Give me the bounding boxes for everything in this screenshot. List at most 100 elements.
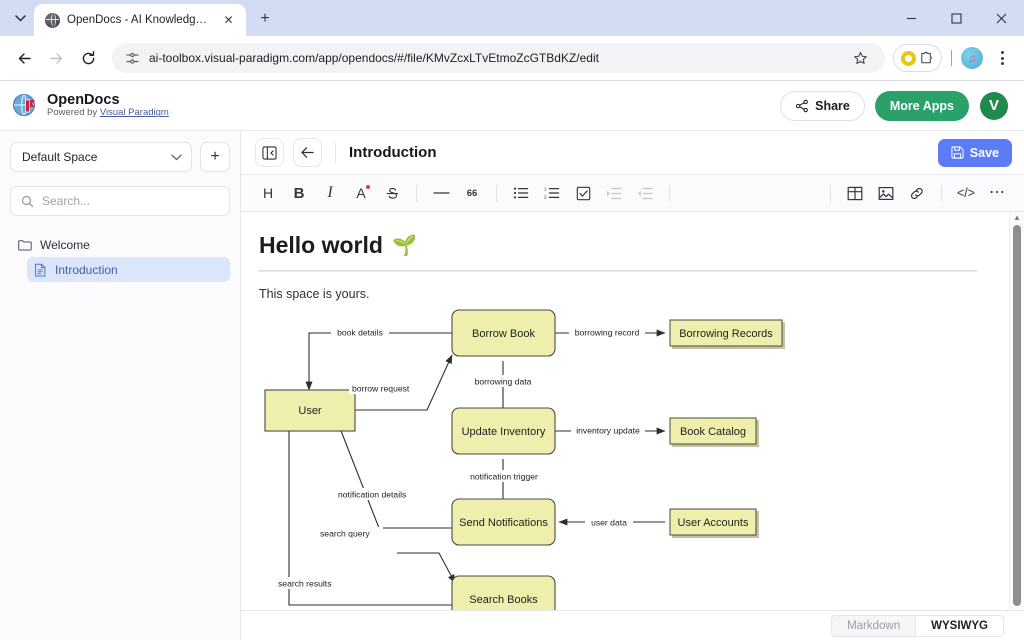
kebab-menu-icon[interactable] xyxy=(989,45,1015,71)
code-label: </> xyxy=(956,186,976,200)
visual-paradigm-link[interactable]: Visual Paradigm xyxy=(99,107,169,119)
tab-title: OpenDocs - AI Knowledge Base xyxy=(67,14,213,26)
markdown-mode-tab[interactable]: Markdown xyxy=(831,614,917,637)
sidebar-item-welcome[interactable]: Welcome xyxy=(10,232,230,257)
maximize-button[interactable] xyxy=(934,0,979,36)
puzzle-icon[interactable] xyxy=(919,51,934,66)
app-header: OpenDocs Powered by Visual Paradigm Shar… xyxy=(0,81,1024,131)
svg-text:notification details: notification details xyxy=(338,490,406,500)
checklist-button[interactable] xyxy=(568,179,598,207)
sidebar-toggle-icon[interactable] xyxy=(255,138,284,167)
search-icon xyxy=(21,195,34,208)
svg-text:1: 1 xyxy=(544,186,547,191)
text-color-button[interactable]: A xyxy=(346,179,376,207)
save-disk-icon xyxy=(951,146,964,159)
space-row: Default Space + xyxy=(10,142,230,172)
browser-tab[interactable]: OpenDocs - AI Knowledge Base ✕ xyxy=(34,4,246,36)
document-scroll-area: Hello world 🌱 This space is yours. xyxy=(241,212,1024,610)
color-swatch-dot xyxy=(366,185,370,189)
svg-text:borrow request: borrow request xyxy=(352,384,410,394)
share-button[interactable]: Share xyxy=(780,90,865,121)
heading-button[interactable]: H xyxy=(262,185,274,201)
minimize-button[interactable] xyxy=(889,0,934,36)
data-flow-diagram[interactable]: Borrow Book Update Inventory Send Notifi… xyxy=(259,305,985,610)
address-bar[interactable]: ai-toolbox.visual-paradigm.com/app/opend… xyxy=(112,43,885,73)
reload-button-icon[interactable] xyxy=(73,43,103,73)
svg-text:User: User xyxy=(298,405,322,417)
scrollbar-thumb[interactable] xyxy=(1013,225,1021,606)
brand-subtitle: Powered by Visual Paradigm xyxy=(47,107,169,119)
folder-icon xyxy=(18,239,32,251)
svg-text:book details: book details xyxy=(337,328,383,338)
sidebar-search[interactable] xyxy=(10,186,230,216)
back-button-icon[interactable] xyxy=(9,43,39,73)
svg-text:borrowing data: borrowing data xyxy=(475,377,532,387)
table-button[interactable] xyxy=(840,179,870,207)
tab-search-chevron-icon[interactable] xyxy=(6,4,34,32)
close-button[interactable] xyxy=(979,0,1024,36)
url-text: ai-toolbox.visual-paradigm.com/app/opend… xyxy=(149,51,599,65)
space-name: Default Space xyxy=(22,150,98,164)
more-options-button[interactable]: ⋯ xyxy=(982,179,1012,207)
quote-button[interactable]: 66 xyxy=(457,179,487,207)
star-icon[interactable] xyxy=(847,45,873,71)
heading-divider xyxy=(259,270,977,272)
bold-button[interactable]: B xyxy=(293,184,305,202)
italic-button[interactable]: I xyxy=(327,184,333,201)
user-avatar[interactable]: V xyxy=(980,91,1008,120)
editor-pane: Introduction Save H B I A xyxy=(241,131,1024,640)
document-paragraph: This space is yours. xyxy=(259,287,370,301)
search-input[interactable] xyxy=(42,194,219,208)
add-page-button[interactable]: + xyxy=(200,142,230,172)
document-canvas[interactable]: Hello world 🌱 This space is yours. xyxy=(241,212,1009,610)
outdent-button[interactable] xyxy=(630,179,660,207)
editor-scrollbar[interactable]: ▲ xyxy=(1009,212,1024,610)
chevron-down-icon xyxy=(171,154,182,161)
svg-text:Book Catalog: Book Catalog xyxy=(680,426,746,438)
dfd-svg: Borrow Book Update Inventory Send Notifi… xyxy=(264,309,783,610)
scroll-up-arrow-icon[interactable]: ▲ xyxy=(1013,213,1021,222)
document-header: Introduction Save xyxy=(241,131,1024,174)
more-apps-button[interactable]: More Apps xyxy=(874,90,969,121)
save-label: Save xyxy=(969,145,999,160)
indent-button[interactable] xyxy=(599,179,629,207)
globe-diamond-logo-icon xyxy=(12,93,38,119)
extensions-group[interactable] xyxy=(893,44,942,72)
new-tab-button[interactable]: + xyxy=(260,10,270,27)
back-arrow-icon[interactable] xyxy=(293,138,322,167)
strikethrough-button[interactable] xyxy=(377,179,407,207)
svg-text:Send Notifications: Send Notifications xyxy=(459,517,548,529)
document-heading: Hello world 🌱 xyxy=(259,232,985,259)
svg-text:search query: search query xyxy=(320,529,370,539)
toolbar-sep-5 xyxy=(941,184,942,202)
svg-text:Borrowing Records: Borrowing Records xyxy=(679,328,773,340)
toolbar-divider xyxy=(951,50,952,66)
link-button[interactable] xyxy=(902,179,932,207)
window-controls xyxy=(889,0,1024,36)
share-icon xyxy=(795,99,809,113)
sidebar-item-introduction[interactable]: Introduction xyxy=(27,257,230,282)
save-button[interactable]: Save xyxy=(937,138,1012,167)
horizontal-rule-button[interactable] xyxy=(426,179,456,207)
page-title: Introduction xyxy=(349,144,437,161)
wysiwyg-mode-tab[interactable]: WYSIWYG xyxy=(916,614,1004,637)
image-button[interactable] xyxy=(871,179,901,207)
forward-button-icon[interactable] xyxy=(41,43,71,73)
svg-text:notification trigger: notification trigger xyxy=(470,472,538,482)
extension-badge-icon[interactable] xyxy=(901,50,916,66)
svg-text:Search Books: Search Books xyxy=(469,594,538,606)
profile-avatar[interactable]: ♫ xyxy=(961,47,983,69)
site-settings-icon[interactable] xyxy=(125,51,140,66)
code-button[interactable]: </> xyxy=(951,179,981,207)
space-selector[interactable]: Default Space xyxy=(10,142,192,172)
svg-text:inventory update: inventory update xyxy=(576,426,640,436)
bullet-list-button[interactable] xyxy=(506,179,536,207)
svg-text:User Accounts: User Accounts xyxy=(678,517,749,529)
svg-text:Update Inventory: Update Inventory xyxy=(462,426,546,438)
toolbar-sep-4 xyxy=(830,184,831,202)
brand-logo[interactable]: OpenDocs Powered by Visual Paradigm xyxy=(12,92,169,120)
close-icon[interactable]: ✕ xyxy=(223,13,234,27)
page-tree: Welcome Introduction xyxy=(10,232,230,282)
